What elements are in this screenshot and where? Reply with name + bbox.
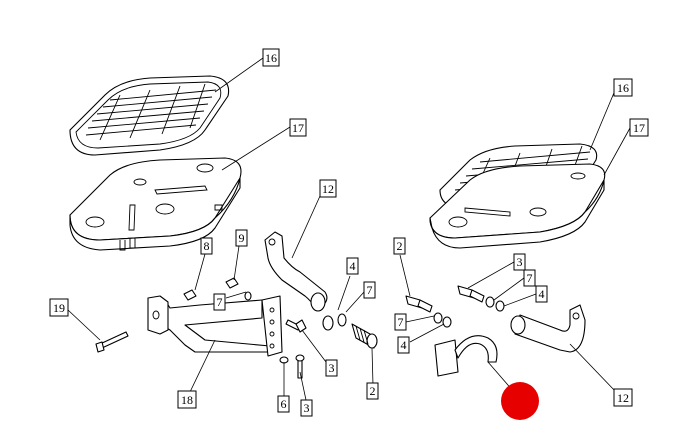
callout-7-middle: 7 bbox=[363, 281, 376, 299]
callout-2-middle: 2 bbox=[366, 382, 379, 400]
callout-6: 6 bbox=[277, 395, 290, 413]
hardware-right bbox=[405, 285, 505, 328]
callout-label: 16 bbox=[617, 81, 629, 95]
callout-label: 4 bbox=[539, 287, 545, 301]
callout-2-right: 2 bbox=[393, 237, 406, 255]
callout-label: 3 bbox=[517, 255, 523, 269]
callout-label: 17 bbox=[633, 121, 645, 135]
callout-label: 12 bbox=[322, 182, 334, 196]
callout-label: 16 bbox=[265, 51, 277, 65]
left-peg-arm bbox=[264, 231, 328, 312]
callout-7-right: 7 bbox=[523, 269, 536, 287]
callout-label: 2 bbox=[370, 384, 376, 398]
callout-4-middle: 4 bbox=[346, 257, 359, 275]
right-peg-arm bbox=[510, 304, 586, 353]
callout-19: 19 bbox=[49, 298, 69, 317]
callout-label: 7 bbox=[527, 271, 533, 285]
callout-label: 9 bbox=[239, 231, 245, 245]
left-footboard-base bbox=[69, 157, 242, 251]
callout-label: 3 bbox=[304, 401, 310, 415]
callout-12-right: 12 bbox=[613, 388, 633, 407]
callout-4-right: 4 bbox=[535, 285, 548, 303]
callout-7-right-lower: 7 bbox=[394, 313, 407, 331]
callout-label: 8 bbox=[204, 239, 210, 253]
left-mounting-bracket bbox=[147, 295, 283, 357]
callout-4-right-lower: 4 bbox=[397, 336, 410, 354]
callout-9: 9 bbox=[235, 229, 248, 247]
callout-16-right: 16 bbox=[613, 78, 633, 97]
callout-16-left: 16 bbox=[262, 48, 280, 67]
callout-8: 8 bbox=[200, 237, 213, 255]
callout-label: 4 bbox=[350, 259, 356, 273]
red-marker-dot bbox=[501, 382, 539, 420]
callout-label: 18 bbox=[181, 393, 193, 407]
right-footboard-base bbox=[429, 163, 606, 249]
right-hook-bracket bbox=[434, 335, 498, 377]
callout-label: 7 bbox=[217, 295, 223, 309]
callout-17-left: 17 bbox=[289, 118, 307, 137]
callout-label: 4 bbox=[401, 338, 407, 352]
callout-label: 17 bbox=[292, 121, 304, 135]
callout-label: 2 bbox=[397, 239, 403, 253]
callout-3-right: 3 bbox=[513, 253, 526, 271]
leader-lines bbox=[67, 57, 631, 401]
callout-label: 7 bbox=[367, 283, 373, 297]
callout-label: 6 bbox=[281, 397, 287, 411]
callout-label: 3 bbox=[329, 361, 335, 375]
callout-3-bottom: 3 bbox=[300, 399, 313, 417]
left-footboard-pad bbox=[69, 75, 230, 156]
callout-3-middle: 3 bbox=[325, 359, 338, 377]
callout-7-left: 7 bbox=[213, 293, 226, 311]
callout-17-right: 17 bbox=[629, 118, 649, 137]
callout-12-left: 12 bbox=[319, 179, 337, 198]
callout-label: 7 bbox=[398, 315, 404, 329]
callout-label: 19 bbox=[53, 301, 65, 315]
callout-label: 12 bbox=[617, 391, 629, 405]
callout-18: 18 bbox=[177, 390, 197, 409]
hardware-left bbox=[95, 277, 378, 379]
